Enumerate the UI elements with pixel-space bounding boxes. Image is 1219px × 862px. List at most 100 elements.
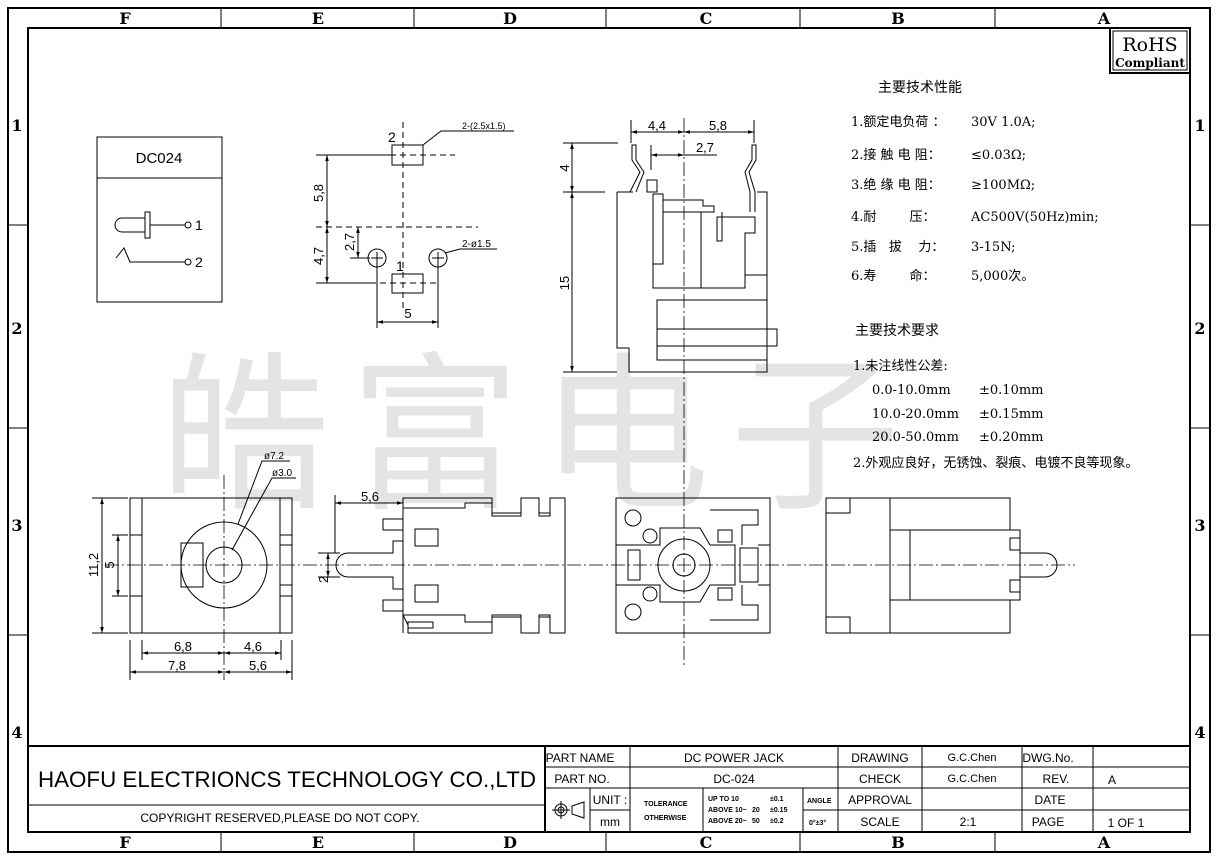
- rohs-badge: RoHS Compliant: [1109, 27, 1191, 74]
- tolerance-value: ±0.20mm: [979, 430, 1044, 445]
- side-view-bottom: 5,6 2: [316, 489, 566, 634]
- front-view: ø7.2 ø3.0 11,2 5 6,8 4,6 7,8 5,6: [86, 451, 296, 680]
- spec-label: 1.额定电负荷 ：: [851, 115, 946, 130]
- tolerance-label: TOLERANCE: [644, 801, 688, 808]
- row-label: 2: [11, 319, 22, 338]
- specs-title: 主要技术性能: [878, 80, 962, 96]
- drawing-value: G.C.Chen: [948, 752, 997, 764]
- angle-value: 0°±3°: [809, 819, 826, 827]
- company-name: HAOFU ELECTRIONCS TECHNOLOGY CO.,LTD: [38, 767, 536, 792]
- symbol-title: DC024: [136, 150, 183, 167]
- check-value: G.C.Chen: [948, 773, 997, 785]
- scale-label: SCALE: [860, 815, 899, 829]
- part-no-value: DC-024: [713, 772, 755, 786]
- tolerance-range: 20.0-50.0mm: [872, 430, 959, 445]
- page-label: PAGE: [1032, 815, 1064, 829]
- tolerance-value: ±0.10mm: [979, 383, 1044, 398]
- spec-value: 5,000次。: [971, 268, 1034, 284]
- column-label: E: [312, 9, 324, 28]
- dim-11-2: 11,2: [86, 553, 101, 577]
- spec-label: 3.绝 缘 电 阻：: [851, 177, 941, 193]
- rohs-subtitle: Compliant: [1115, 56, 1185, 70]
- approval-label: APPROVAL: [848, 793, 912, 807]
- spec-value: 30V 1.0A;: [971, 115, 1036, 130]
- spec-value: 3-15N;: [971, 240, 1016, 255]
- row-label: 1: [11, 116, 22, 135]
- check-label: CHECK: [859, 772, 901, 786]
- dim-5: 5: [102, 561, 117, 568]
- dim-2: 2: [316, 576, 331, 583]
- spec-label: 2.接 触 电 阻：: [851, 147, 941, 163]
- requirement-item: 2.外观应良好，无锈蚀、裂痕、电镀不良等现象。: [853, 455, 1138, 471]
- tolerance-value: ±0.15mm: [979, 407, 1044, 422]
- schematic-symbol-box: DC024 1 2: [96, 136, 223, 303]
- dim-4-6: 4,6: [244, 639, 262, 654]
- column-label: A: [1097, 833, 1111, 852]
- column-label: B: [891, 833, 905, 852]
- tol-value: ±0.2: [770, 818, 784, 825]
- spec-label: 5.插 拔 力：: [851, 240, 944, 255]
- row-label: 3: [11, 516, 22, 535]
- technical-specs: 主要技术性能 1.额定电负荷 ： 30V 1.0A; 2.接 触 电 阻： ≤0.0…: [851, 80, 1138, 471]
- drawing-frame: F E D C B A F E D C B A 1 2 3 4 1 2 3 4: [7, 7, 1211, 853]
- dim-5-8: 5,8: [311, 184, 326, 202]
- part-no-label: PART NO.: [554, 772, 609, 786]
- requirement-item: 1.未注线性公差:: [853, 359, 948, 374]
- row-label: 1: [1194, 116, 1205, 135]
- date-label: DATE: [1034, 793, 1065, 807]
- dim-5: 5: [404, 306, 411, 321]
- dim-15: 15: [557, 276, 572, 290]
- column-label: C: [700, 9, 713, 28]
- dim-2-7: 2,7: [696, 140, 714, 155]
- tol-mid: 20: [752, 807, 760, 814]
- copyright-notice: COPYRIGHT RESERVED,PLEASE DO NOT COPY.: [140, 811, 419, 825]
- part-name-label: PART NAME: [546, 751, 615, 765]
- title-block: HAOFU ELECTRIONCS TECHNOLOGY CO.,LTD COP…: [28, 745, 1190, 832]
- tol-mid: 50: [752, 818, 760, 825]
- pad-size-note: 2-(2.5x1.5): [462, 121, 506, 131]
- column-label: D: [503, 833, 517, 852]
- dim-4-4: 4,4: [648, 118, 666, 133]
- dim-4: 4: [557, 164, 572, 171]
- watermark: 皓富电子: [160, 338, 920, 536]
- side-view-right: [825, 497, 1058, 634]
- rear-view: [615, 497, 771, 634]
- tol-value: ±0.15: [770, 807, 788, 814]
- rev-label: REV.: [1043, 772, 1070, 786]
- dim-5-6: 5,6: [249, 658, 267, 673]
- tolerance-range: 0.0-10.0mm: [872, 383, 951, 398]
- unit-value: mm: [600, 815, 620, 829]
- tolerance-range: 10.0-20.0mm: [872, 407, 959, 422]
- dia-inner-label: ø3.0: [272, 468, 292, 479]
- tol-range: ABOVE 20~: [708, 818, 747, 825]
- unit-label: UNIT :: [593, 793, 627, 807]
- pin1-label: 1: [195, 217, 203, 233]
- hole-note: 2-ø1.5: [462, 239, 491, 250]
- spec-value: AC500V(50Hz)min;: [970, 210, 1099, 225]
- part-name-value: DC POWER JACK: [684, 751, 784, 765]
- pad1-label: 1: [396, 258, 404, 274]
- dim-5-8: 5,8: [709, 118, 727, 133]
- scale-value: 2:1: [960, 815, 977, 829]
- column-label: F: [119, 833, 131, 852]
- dim-2-7: 2,7: [342, 233, 357, 251]
- spec-value: ≤0.03Ω;: [971, 148, 1026, 163]
- dim-4-7: 4,7: [311, 247, 326, 265]
- angle-label: ANGLE: [807, 798, 832, 805]
- dim-6-8: 6,8: [174, 639, 192, 654]
- pad2-label: 2: [388, 129, 396, 145]
- column-label: A: [1097, 9, 1111, 28]
- column-label: C: [700, 833, 713, 852]
- tol-range: ABOVE 10~: [708, 807, 747, 814]
- page-value: 1 OF 1: [1108, 816, 1145, 830]
- column-label: B: [891, 9, 905, 28]
- side-view-top: 4,4 5,8 2,7 4 15: [557, 118, 778, 665]
- requirements-title: 主要技术要求: [855, 323, 939, 339]
- spec-value: ≥100MΩ;: [971, 178, 1035, 193]
- drawing-label: DRAWING: [851, 751, 909, 765]
- pin2-label: 2: [195, 254, 203, 270]
- rev-value: A: [1108, 773, 1116, 787]
- spec-label: 6.寿 命：: [851, 268, 935, 284]
- dwg-no-label: DWG.No.: [1022, 751, 1073, 765]
